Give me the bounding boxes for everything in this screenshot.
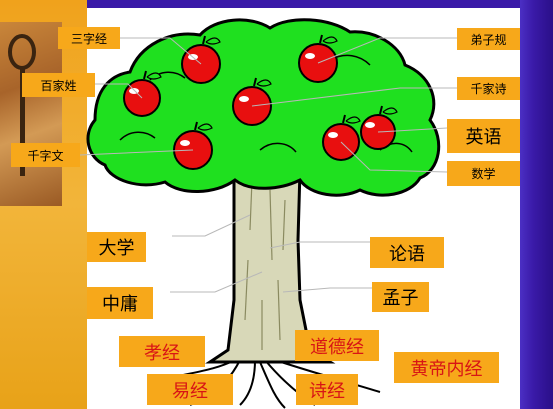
label-xiaojing: 孝经 <box>119 336 205 367</box>
label-daxue: 大学 <box>87 232 146 262</box>
label-dizigui: 弟子规 <box>457 28 520 50</box>
antique-key-image <box>0 22 62 206</box>
label-mengzi: 孟子 <box>372 282 429 312</box>
label-shijing: 诗经 <box>296 374 358 405</box>
label-shuxue: 数学 <box>447 161 520 186</box>
label-yijing: 易经 <box>147 374 233 405</box>
label-daodejing: 道德经 <box>295 330 379 361</box>
label-lunyu: 论语 <box>370 237 444 268</box>
label-yingyu: 英语 <box>447 119 520 153</box>
label-qianjiashi: 千家诗 <box>457 77 520 100</box>
label-zhongyong: 中庸 <box>87 287 153 319</box>
label-qianziwen: 千字文 <box>11 143 80 167</box>
connector-lines <box>79 37 457 293</box>
label-huangdineijing: 黄帝内经 <box>394 352 499 383</box>
label-sanzijing: 三字经 <box>58 27 120 49</box>
left-panel <box>0 0 87 409</box>
label-baijiaxing: 百家姓 <box>22 73 95 97</box>
right-stripe <box>520 0 553 409</box>
